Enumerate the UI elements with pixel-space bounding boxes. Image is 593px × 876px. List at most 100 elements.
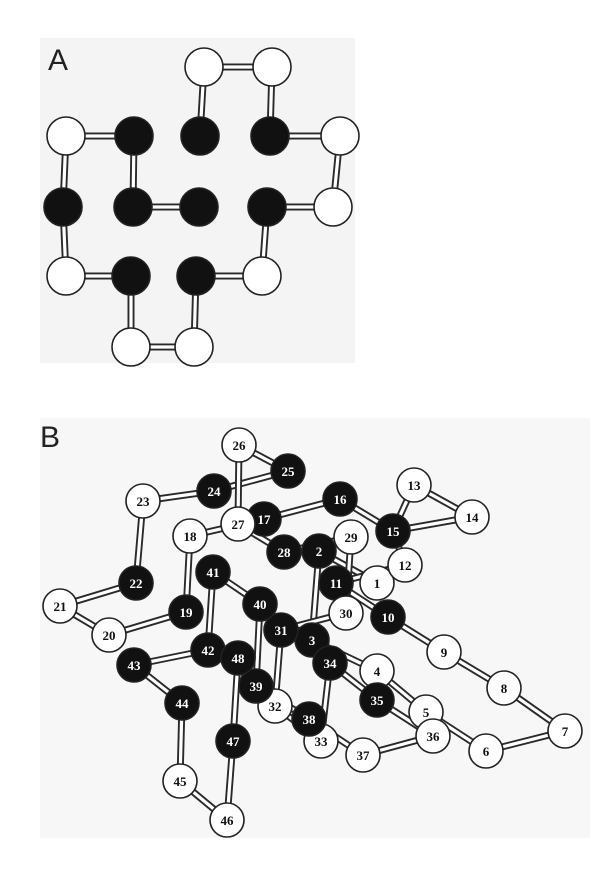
open-atom-circle <box>359 565 395 601</box>
filled-atom-circle <box>266 534 302 570</box>
atom-a3 <box>46 116 86 156</box>
filled-atom-circle <box>180 116 220 156</box>
atom-a8 <box>43 187 83 227</box>
atom-number-label: 7 <box>562 724 569 739</box>
filled-atom-circle <box>116 647 152 683</box>
filled-atom-circle <box>113 187 153 227</box>
atom-39: 39 <box>238 668 274 704</box>
open-atom-circle <box>313 187 353 227</box>
atom-40: 40 <box>242 586 278 622</box>
atom-25: 25 <box>270 453 306 489</box>
atom-a9 <box>113 187 153 227</box>
atom-number-label: 25 <box>282 464 296 479</box>
atom-30: 30 <box>328 595 364 631</box>
atom-15: 15 <box>375 513 411 549</box>
atom-9: 9 <box>426 634 462 670</box>
atom-a14 <box>111 256 151 296</box>
atom-number-label: 5 <box>423 705 430 720</box>
atom-number-label: 38 <box>303 712 317 727</box>
filled-atom-circle <box>359 682 395 718</box>
atom-number-label: 14 <box>466 510 480 525</box>
atom-number-label: 46 <box>221 813 235 828</box>
open-atom-circle <box>174 327 214 367</box>
atom-number-label: 30 <box>340 606 353 621</box>
open-atom-circle <box>333 519 369 555</box>
open-atom-circle <box>396 467 432 503</box>
filled-atom-circle <box>312 645 348 681</box>
atom-number-label: 37 <box>357 748 371 763</box>
atom-35: 35 <box>359 682 395 718</box>
atom-21: 21 <box>42 588 78 624</box>
open-atom-circle <box>415 718 451 754</box>
filled-atom-circle <box>242 586 278 622</box>
atom-20: 20 <box>91 617 127 653</box>
atom-number-label: 31 <box>275 623 288 638</box>
panel-b-label: B <box>40 421 60 454</box>
atom-number-label: 33 <box>315 734 329 749</box>
atom-number-label: 4 <box>374 664 381 679</box>
atom-a2 <box>252 47 292 87</box>
atom-38: 38 <box>291 701 327 737</box>
atom-number-label: 24 <box>208 484 222 499</box>
atom-number-label: 40 <box>254 597 267 612</box>
atom-a12 <box>313 187 353 227</box>
atom-26: 26 <box>221 427 257 463</box>
atom-number-label: 12 <box>399 558 412 573</box>
atom-7: 7 <box>547 713 583 749</box>
filled-atom-circle <box>168 594 204 630</box>
atom-number-label: 23 <box>137 494 151 509</box>
filled-atom-circle <box>370 599 406 635</box>
atom-13: 13 <box>396 467 432 503</box>
filled-atom-circle <box>196 473 232 509</box>
atom-number-label: 35 <box>371 693 385 708</box>
panel-b-structure: 1234567891011121314151617181920212223242… <box>42 427 583 838</box>
panel-a-label: A <box>48 44 68 77</box>
open-atom-circle <box>91 617 127 653</box>
atom-number-label: 32 <box>269 699 282 714</box>
atom-number-label: 19 <box>180 605 194 620</box>
atom-number-label: 26 <box>233 438 247 453</box>
atom-29: 29 <box>333 519 369 555</box>
atom-number-label: 18 <box>184 529 198 544</box>
atom-number-label: 20 <box>103 628 116 643</box>
atom-a11 <box>247 187 287 227</box>
atom-34: 34 <box>312 645 348 681</box>
atom-4: 4 <box>359 653 395 689</box>
atom-a7 <box>320 116 360 156</box>
filled-atom-circle <box>164 685 200 721</box>
open-atom-circle <box>242 256 282 296</box>
filled-atom-circle <box>43 187 83 227</box>
atom-number-label: 28 <box>278 545 292 560</box>
atom-number-label: 44 <box>176 696 190 711</box>
filled-atom-circle <box>291 701 327 737</box>
open-atom-circle <box>486 670 522 706</box>
open-atom-circle <box>252 47 292 87</box>
filled-atom-circle <box>263 612 299 648</box>
open-atom-circle <box>547 713 583 749</box>
atom-number-label: 27 <box>232 517 246 532</box>
open-atom-circle <box>328 595 364 631</box>
open-atom-circle <box>426 634 462 670</box>
atom-number-label: 36 <box>427 729 441 744</box>
open-atom-circle <box>184 47 224 87</box>
open-atom-circle <box>387 547 423 583</box>
atom-number-label: 16 <box>334 492 348 507</box>
open-atom-circle <box>220 506 256 542</box>
open-atom-circle <box>454 499 490 535</box>
atom-47: 47 <box>215 723 251 759</box>
atom-48: 48 <box>220 640 256 676</box>
atom-37: 37 <box>345 737 381 773</box>
open-atom-circle <box>221 427 257 463</box>
atom-6: 6 <box>468 733 504 769</box>
atom-16: 16 <box>322 481 358 517</box>
atom-number-label: 45 <box>174 774 188 789</box>
atom-number-label: 29 <box>345 530 359 545</box>
atom-31: 31 <box>263 612 299 648</box>
filled-atom-circle <box>322 481 358 517</box>
open-atom-circle <box>46 116 86 156</box>
open-atom-circle <box>320 116 360 156</box>
atom-number-label: 10 <box>382 610 395 625</box>
atom-2: 2 <box>301 533 337 569</box>
filled-atom-circle <box>375 513 411 549</box>
